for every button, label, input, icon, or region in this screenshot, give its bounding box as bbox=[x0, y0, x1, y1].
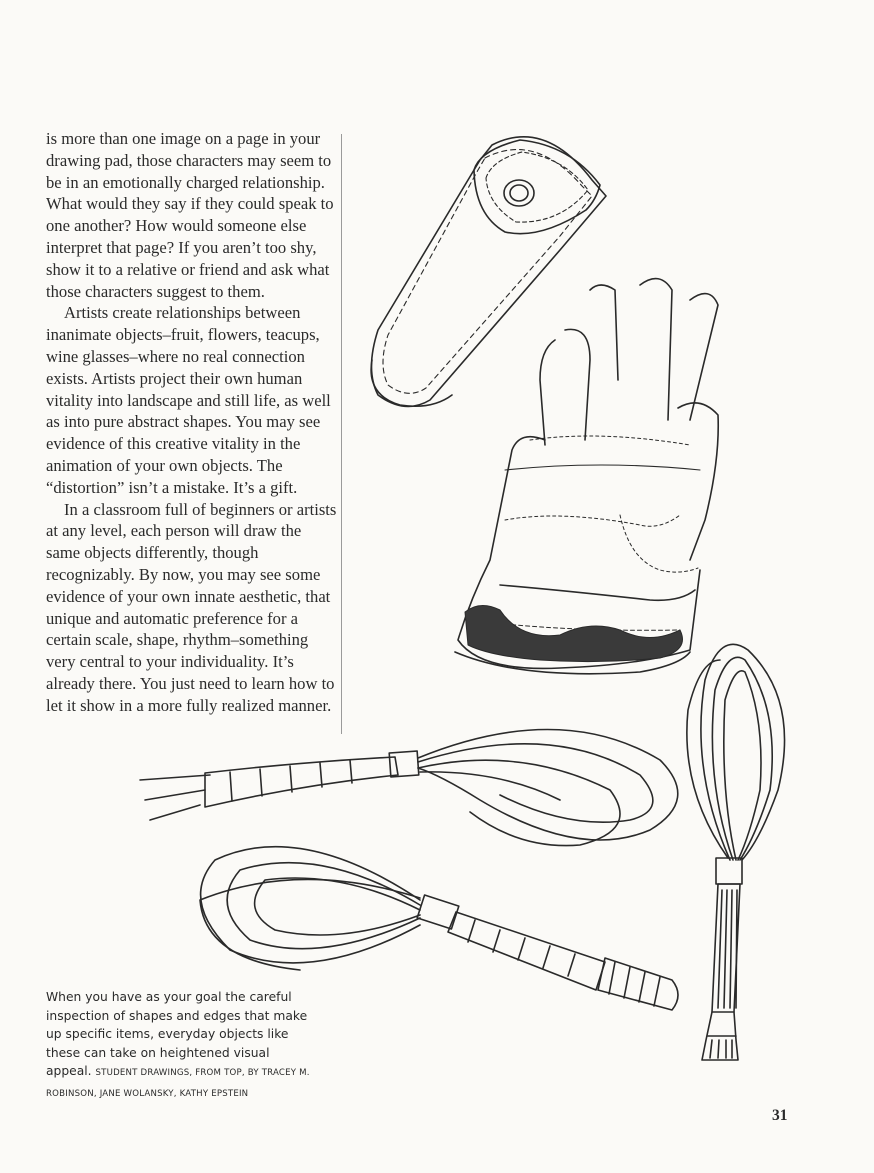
whisk-horizontal-drawing bbox=[139, 728, 679, 847]
column-divider bbox=[341, 134, 342, 734]
body-text-column: is more than one image on a page in your… bbox=[46, 128, 338, 717]
knife-sheath-drawing bbox=[370, 136, 607, 408]
paragraph-3: In a classroom full of beginners or arti… bbox=[46, 499, 337, 715]
whisk-vertical-drawing bbox=[686, 643, 786, 1061]
paragraph-2: Artists create relationships between ina… bbox=[46, 303, 331, 497]
caption-text: When you have as your goal the careful i… bbox=[46, 990, 308, 1079]
whisk-diagonal-drawing bbox=[199, 845, 679, 1011]
caption-credit: Student drawings, from top, by Tracey M.… bbox=[46, 1068, 310, 1099]
glove-drawing bbox=[454, 277, 720, 675]
page-number: 31 bbox=[772, 1107, 788, 1124]
figure-caption: When you have as your goal the careful i… bbox=[46, 988, 314, 1104]
paragraph-1: is more than one image on a page in your… bbox=[46, 129, 334, 301]
